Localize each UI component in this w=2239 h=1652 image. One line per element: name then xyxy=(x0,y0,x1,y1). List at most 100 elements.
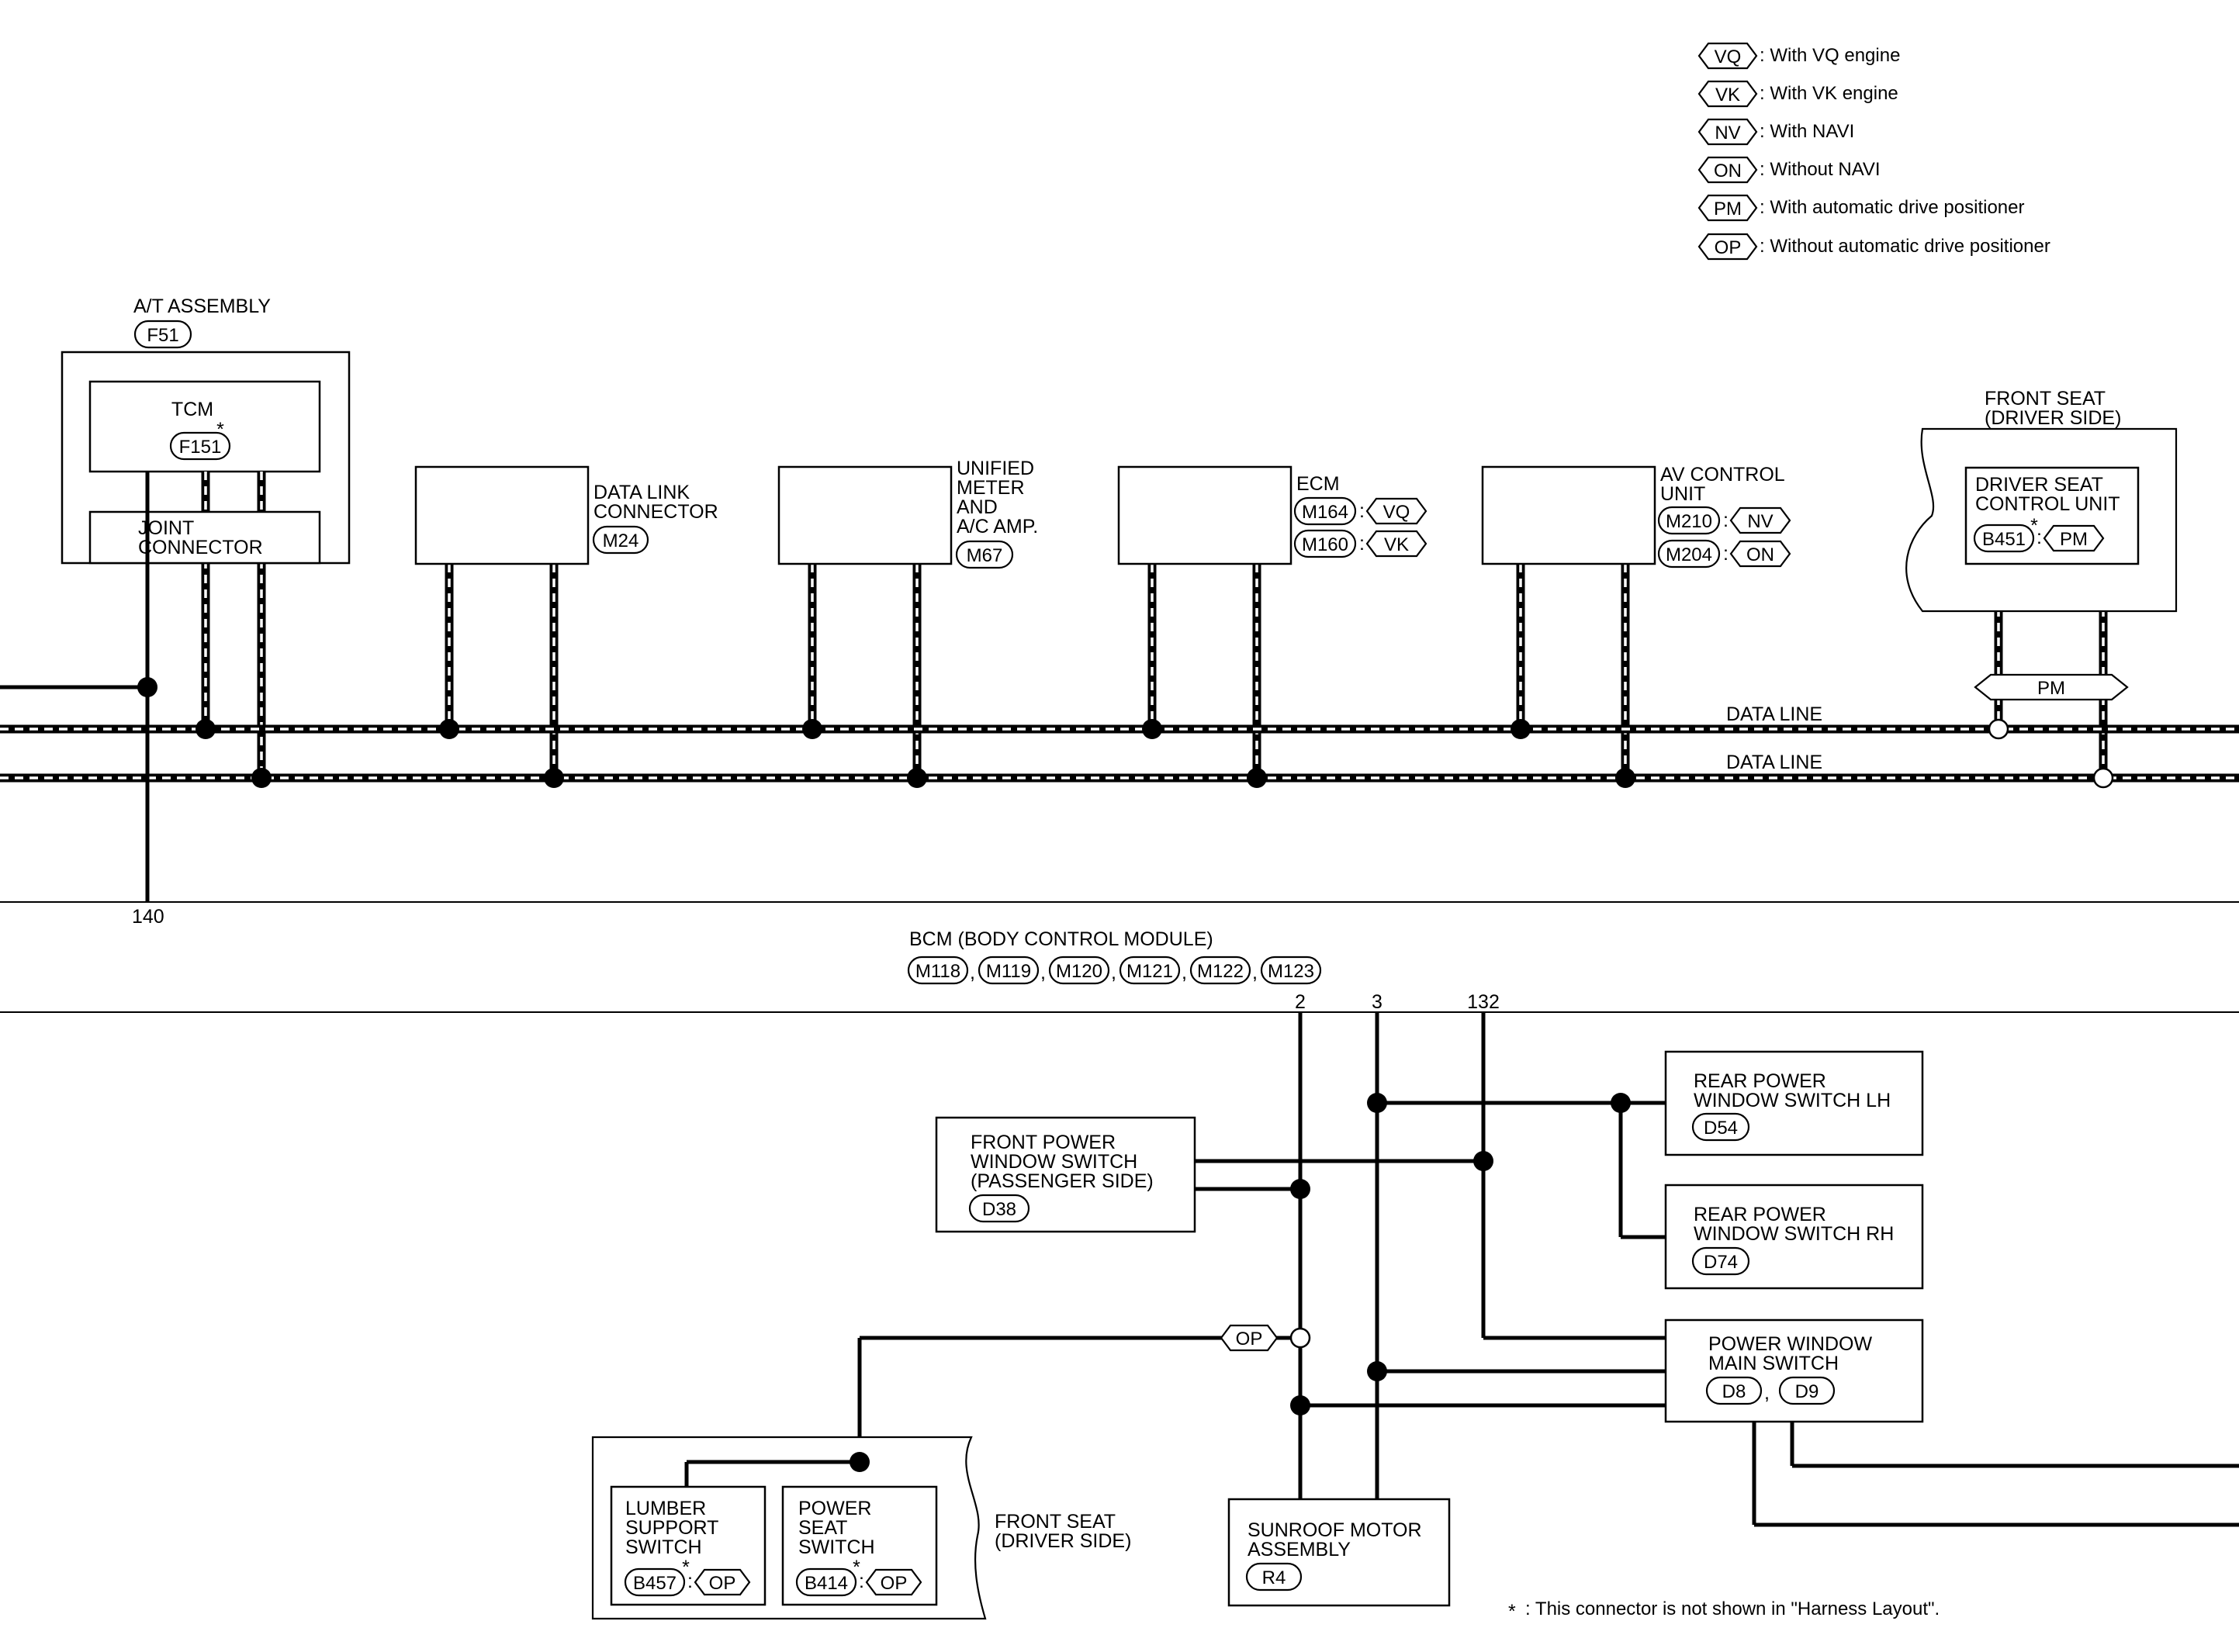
connector-d54: D54 xyxy=(1704,1118,1738,1139)
svg-text:,: , xyxy=(1182,962,1187,983)
legend-code: NV xyxy=(1715,123,1740,143)
svg-text:PM: PM xyxy=(2037,678,2065,699)
svg-text:*: * xyxy=(853,1557,860,1578)
legend-item-vk: VK : With VK engine xyxy=(1697,80,1898,108)
legend-code: VQ xyxy=(1715,47,1742,67)
svg-text:REAR POWER: REAR POWER xyxy=(1694,1204,1826,1225)
connector-d8: D8 xyxy=(1722,1381,1746,1402)
svg-text:MAIN SWITCH: MAIN SWITCH xyxy=(1708,1353,1839,1374)
connector-m122: M122 xyxy=(1197,961,1244,982)
svg-text:(DRIVER SIDE): (DRIVER SIDE) xyxy=(1985,407,2121,429)
svg-text:: This connector is not shown: : This connector is not shown in "Harnes… xyxy=(1525,1598,1940,1619)
svg-text:UNIFIED: UNIFIED xyxy=(957,458,1034,479)
svg-text:AND: AND xyxy=(957,496,998,518)
svg-text:WINDOW SWITCH: WINDOW SWITCH xyxy=(971,1151,1137,1173)
data-line-label-lower: DATA LINE xyxy=(1726,752,1822,773)
svg-text:VQ: VQ xyxy=(1383,502,1410,523)
terminal-132: 132 xyxy=(1467,991,1500,1013)
connector-m160: M160 xyxy=(1302,534,1348,555)
svg-text:ON: ON xyxy=(1746,544,1774,565)
data-lines: DATA LINE DATA LINE PM xyxy=(0,472,2239,789)
svg-text:SUPPORT: SUPPORT xyxy=(625,1517,718,1539)
legend-text: : With automatic drive positioner xyxy=(1760,197,2024,218)
at-assembly: A/T ASSEMBLY F51 TCM * F151 JOINT CONNEC… xyxy=(61,295,351,565)
av-control-unit: AV CONTROL UNIT M210 : NV M204 : ON xyxy=(1481,464,1791,569)
legend-text: : With NAVI xyxy=(1760,121,1854,142)
data-link-connector: DATA LINK CONNECTOR M24 xyxy=(414,465,718,565)
legend-item-nv: NV : With NAVI xyxy=(1697,118,1854,146)
svg-text:WINDOW SWITCH RH: WINDOW SWITCH RH xyxy=(1694,1223,1894,1245)
front-seat-top: FRONT SEAT (DRIVER SIDE) DRIVER SEAT CON… xyxy=(1905,388,2178,613)
svg-text:SWITCH: SWITCH xyxy=(798,1536,875,1558)
svg-text:LUMBER: LUMBER xyxy=(625,1498,706,1519)
svg-text:CONNECTOR: CONNECTOR xyxy=(593,501,718,523)
svg-text::: : xyxy=(1723,510,1729,531)
bcm: BCM (BODY CONTROL MODULE) M118 , M119 , … xyxy=(907,928,1322,985)
svg-text:CONNECTOR: CONNECTOR xyxy=(138,537,263,558)
connector-m67: M67 xyxy=(967,545,1003,566)
connector-m210: M210 xyxy=(1666,511,1712,532)
svg-text:(DRIVER SIDE): (DRIVER SIDE) xyxy=(995,1530,1131,1552)
footnote: * : This connector is not shown in "Harn… xyxy=(1508,1598,1940,1623)
connector-m119: M119 xyxy=(986,961,1031,982)
svg-text:OP: OP xyxy=(709,1573,736,1594)
ecm: ECM M164 : VQ M160 : VK xyxy=(1117,465,1427,565)
connector-r4: R4 xyxy=(1262,1567,1286,1588)
svg-text:UNIT: UNIT xyxy=(1660,483,1705,505)
connector-b414: B414 xyxy=(805,1573,848,1594)
svg-text:,: , xyxy=(1764,1382,1770,1404)
connector-f51: F51 xyxy=(147,325,178,346)
legend-text: : Without NAVI xyxy=(1760,159,1881,180)
front-power-window-switch: FRONT POWER WINDOW SWITCH (PASSENGER SID… xyxy=(935,1116,1196,1233)
legend-code: PM xyxy=(1714,199,1742,219)
svg-text:,: , xyxy=(1040,962,1046,983)
legend-item-pm: PM : With automatic drive positioner xyxy=(1697,194,2024,222)
terminal-140: 140 xyxy=(132,906,164,928)
svg-text::: : xyxy=(859,1571,864,1592)
svg-text:FRONT SEAT: FRONT SEAT xyxy=(995,1511,1116,1533)
svg-text:(PASSENGER SIDE): (PASSENGER SIDE) xyxy=(971,1170,1154,1192)
connector-m204: M204 xyxy=(1666,544,1712,565)
connector-m118: M118 xyxy=(915,961,960,982)
legend-item-op: OP : Without automatic drive positioner xyxy=(1697,233,2050,261)
terminal-2: 2 xyxy=(1295,991,1306,1013)
power-window-main-switch: POWER WINDOW MAIN SWITCH D8 , D9 xyxy=(1664,1318,1924,1423)
svg-text:*: * xyxy=(216,419,224,441)
svg-text::: : xyxy=(2037,527,2042,548)
rear-power-window-switch-lh: REAR POWER WINDOW SWITCH LH D54 xyxy=(1664,1050,1924,1156)
svg-text:A/C AMP.: A/C AMP. xyxy=(957,516,1038,537)
op-option-tag: OP xyxy=(1236,1329,1263,1350)
rear-power-window-switch-rh: REAR POWER WINDOW SWITCH RH D74 xyxy=(1664,1184,1924,1290)
svg-text:VK: VK xyxy=(1384,534,1409,555)
connector-m121: M121 xyxy=(1126,961,1173,982)
legend: VQ : With VQ engine VK : With VK engine … xyxy=(1697,42,2050,261)
svg-text:SWITCH: SWITCH xyxy=(625,1536,702,1558)
svg-text::: : xyxy=(687,1571,693,1592)
legend-text: : Without automatic drive positioner xyxy=(1760,236,2050,257)
bcm-output-wires: 2 3 132 OP xyxy=(857,991,2239,1527)
data-line-label-upper: DATA LINE xyxy=(1726,703,1822,725)
svg-text:AV CONTROL: AV CONTROL xyxy=(1660,464,1785,486)
svg-text:SEAT: SEAT xyxy=(798,1517,847,1539)
svg-text:REAR POWER: REAR POWER xyxy=(1694,1070,1826,1092)
svg-text:PM: PM xyxy=(2060,529,2088,550)
svg-text:,: , xyxy=(1252,962,1258,983)
svg-text:SUNROOF MOTOR: SUNROOF MOTOR xyxy=(1248,1519,1422,1541)
connector-d9: D9 xyxy=(1795,1381,1819,1402)
connector-d74: D74 xyxy=(1704,1252,1738,1273)
bcm-title: BCM (BODY CONTROL MODULE) xyxy=(909,928,1213,950)
connector-m24: M24 xyxy=(603,531,639,551)
at-assembly-title: A/T ASSEMBLY xyxy=(133,295,271,317)
front-seat-bottom: FRONT SEAT (DRIVER SIDE) LUMBER SUPPORT … xyxy=(591,1436,1131,1620)
legend-item-on: ON : Without NAVI xyxy=(1697,156,1881,184)
tcm-title: TCM xyxy=(171,399,213,420)
connector-d38: D38 xyxy=(982,1199,1016,1220)
svg-text:*: * xyxy=(2030,515,2038,537)
connector-m164: M164 xyxy=(1302,502,1348,523)
joint-connector-box xyxy=(88,510,321,565)
pm-option-band: PM xyxy=(1974,673,2129,701)
legend-text: : With VQ engine xyxy=(1760,45,1900,66)
connector-m123: M123 xyxy=(1268,961,1314,982)
unified-meter: UNIFIED METER AND A/C AMP. M67 xyxy=(777,458,1038,569)
